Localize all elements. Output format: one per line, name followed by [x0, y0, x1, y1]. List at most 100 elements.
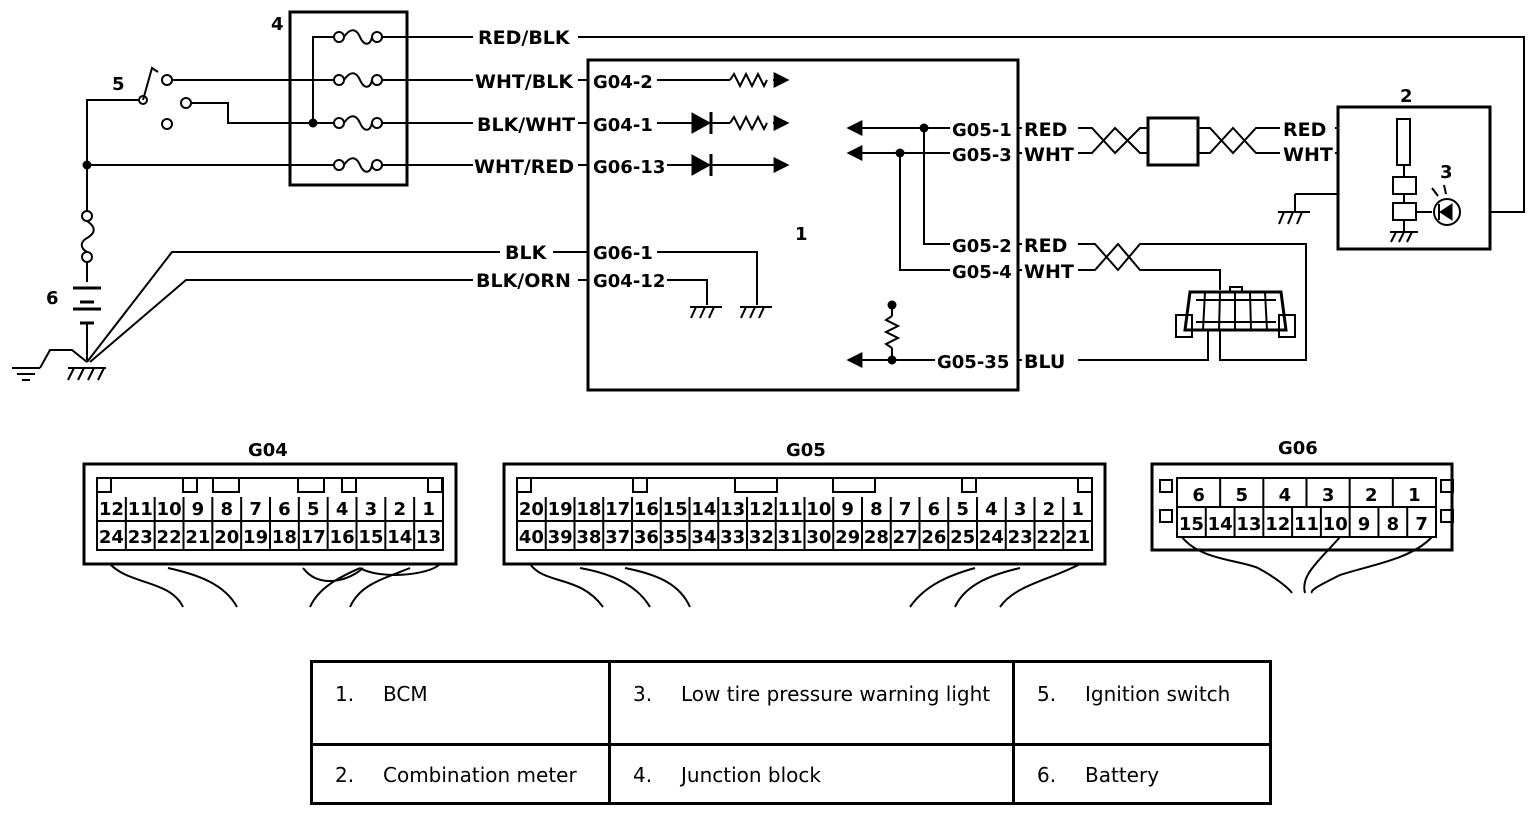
connector-pin-number: 16: [330, 527, 355, 548]
connector-pin-number: 10: [157, 499, 182, 520]
connector-pin-number: 4: [1279, 485, 1292, 506]
pin-label: G06-13: [593, 157, 665, 178]
connector-pin-number: 18: [576, 499, 601, 520]
blk-ground-wire: [86, 251, 500, 363]
pin-label: G05-3: [952, 145, 1012, 166]
connector-title: G04: [248, 440, 288, 461]
legend-number: 6.: [1037, 763, 1057, 787]
legend-text: Low tire pressure warning light: [681, 682, 991, 706]
connector-pin-number: 1: [1071, 499, 1084, 520]
wire-label: WHT/BLK: [475, 71, 574, 93]
legend-text: BCM: [383, 682, 428, 706]
connector-pin-number: 3: [365, 499, 378, 520]
legend-text: Junction block: [681, 763, 821, 787]
connector-pin-number: 36: [634, 527, 659, 548]
red-blk-wire: [578, 36, 1525, 213]
pin-label: G05-1: [952, 120, 1012, 141]
connector-pin-number: 8: [220, 499, 233, 520]
connector-pin-number: 40: [519, 527, 544, 548]
connector-pin-number: 34: [691, 527, 716, 548]
battery: 6: [46, 165, 101, 360]
pin-label: G05-35: [937, 352, 1009, 373]
legend-number: 1.: [335, 682, 355, 706]
ground-icon: [1390, 231, 1418, 243]
wire-label: BLU: [1024, 351, 1065, 373]
connector-pin-number: 21: [1065, 527, 1090, 548]
connector-pin-number: 17: [605, 499, 630, 520]
connector-pin-number: 25: [950, 527, 975, 548]
connector-pin-number: 12: [1265, 514, 1290, 535]
connector-pin-number: 15: [663, 499, 688, 520]
connector-pin-number: 11: [128, 499, 153, 520]
resistor-icon: [729, 114, 768, 132]
connector-pin-number: 10: [1323, 514, 1348, 535]
connector-pin-number: 4: [985, 499, 998, 520]
battery-ref: 6: [46, 288, 59, 309]
connector-pin-number: 12: [99, 499, 124, 520]
connector-pin-number: 24: [99, 527, 124, 548]
legend-cell: 5.Ignition switch: [1015, 663, 1269, 746]
connector-pin-number: 27: [893, 527, 918, 548]
connector-pin-number: 13: [720, 499, 745, 520]
connector-pin-number: 11: [1294, 514, 1319, 535]
junction-block-ref: 4: [271, 14, 284, 35]
pin-label: G06-1: [593, 243, 653, 264]
connector-pin-number: 11: [778, 499, 803, 520]
connector-pin-number: 30: [806, 527, 831, 548]
connector-pin-number: 7: [249, 499, 262, 520]
connector-pin-number: 39: [548, 527, 573, 548]
wire-label: WHT/RED: [474, 156, 574, 178]
connector-pin-number: 28: [864, 527, 889, 548]
connector-pin-number: 1: [422, 499, 435, 520]
resistor-icon: [883, 315, 901, 349]
twisted-pair-dlc: [1078, 242, 1307, 361]
connector-pin-number: 1: [1408, 485, 1421, 506]
pin-label: G05-2: [952, 236, 1012, 257]
connector-pin-number: 38: [576, 527, 601, 548]
connector-pin-number: 4: [336, 499, 349, 520]
legend-table: 1.BCM 3.Low tire pressure warning light …: [310, 660, 1272, 805]
connector-pin-number: 14: [691, 499, 716, 520]
legend-text: Battery: [1085, 763, 1160, 787]
connector-title: G05: [786, 440, 826, 461]
blk-orn-ground-wire: [89, 279, 473, 363]
connector-pin-number: 37: [605, 527, 630, 548]
warning-light-icon: [1431, 184, 1461, 226]
combination-meter: 2 3: [1336, 86, 1492, 251]
ground-icon: [690, 306, 722, 319]
connector-pin-number: 6: [928, 499, 941, 520]
connector-pin-number: 7: [899, 499, 912, 520]
connector-pin-number: 3: [1322, 485, 1335, 506]
connector-pin-number: 13: [1236, 514, 1261, 535]
connector-pin-number: 8: [1387, 514, 1400, 535]
legend-cell: 1. BCM: [313, 663, 611, 746]
legend-number: 3.: [633, 682, 653, 706]
connector-pin-number: 14: [1208, 514, 1233, 535]
twisted-pair-can: [1078, 116, 1280, 167]
warning-light-ref: 3: [1440, 162, 1453, 183]
connector-pin-number: 14: [387, 527, 412, 548]
connector-pin-number: 10: [806, 499, 831, 520]
legend-cell: 6. Battery: [1015, 746, 1269, 802]
connector-pin-number: 2: [1043, 499, 1056, 520]
pin-label: G05-4: [952, 262, 1012, 283]
connector-pin-number: 8: [870, 499, 883, 520]
wire-label: RED: [1283, 119, 1326, 141]
diode-icon: [691, 154, 712, 176]
wire-label: BLK: [505, 242, 548, 264]
connector-pin-number: 17: [301, 527, 326, 548]
ground-icon: [12, 349, 88, 381]
ground-icon: [740, 306, 772, 319]
connector-pin-number: 6: [1192, 485, 1205, 506]
connector-pin-number: 6: [278, 499, 291, 520]
connector-pin-number: 2: [1365, 485, 1378, 506]
connector-pin-number: 26: [921, 527, 946, 548]
connector-title: G06: [1278, 438, 1318, 459]
bcm: 1 G04-2 G04-1 G06-13 G06-1 G04-12: [553, 58, 1022, 392]
connector-pin-number: 20: [519, 499, 544, 520]
connector-pin-number: 16: [634, 499, 659, 520]
legend-number: 5.: [1037, 682, 1057, 706]
connector-pin-number: 15: [1179, 514, 1204, 535]
wire-label: WHT: [1283, 144, 1333, 166]
connector-pin-number: 5: [1235, 485, 1248, 506]
